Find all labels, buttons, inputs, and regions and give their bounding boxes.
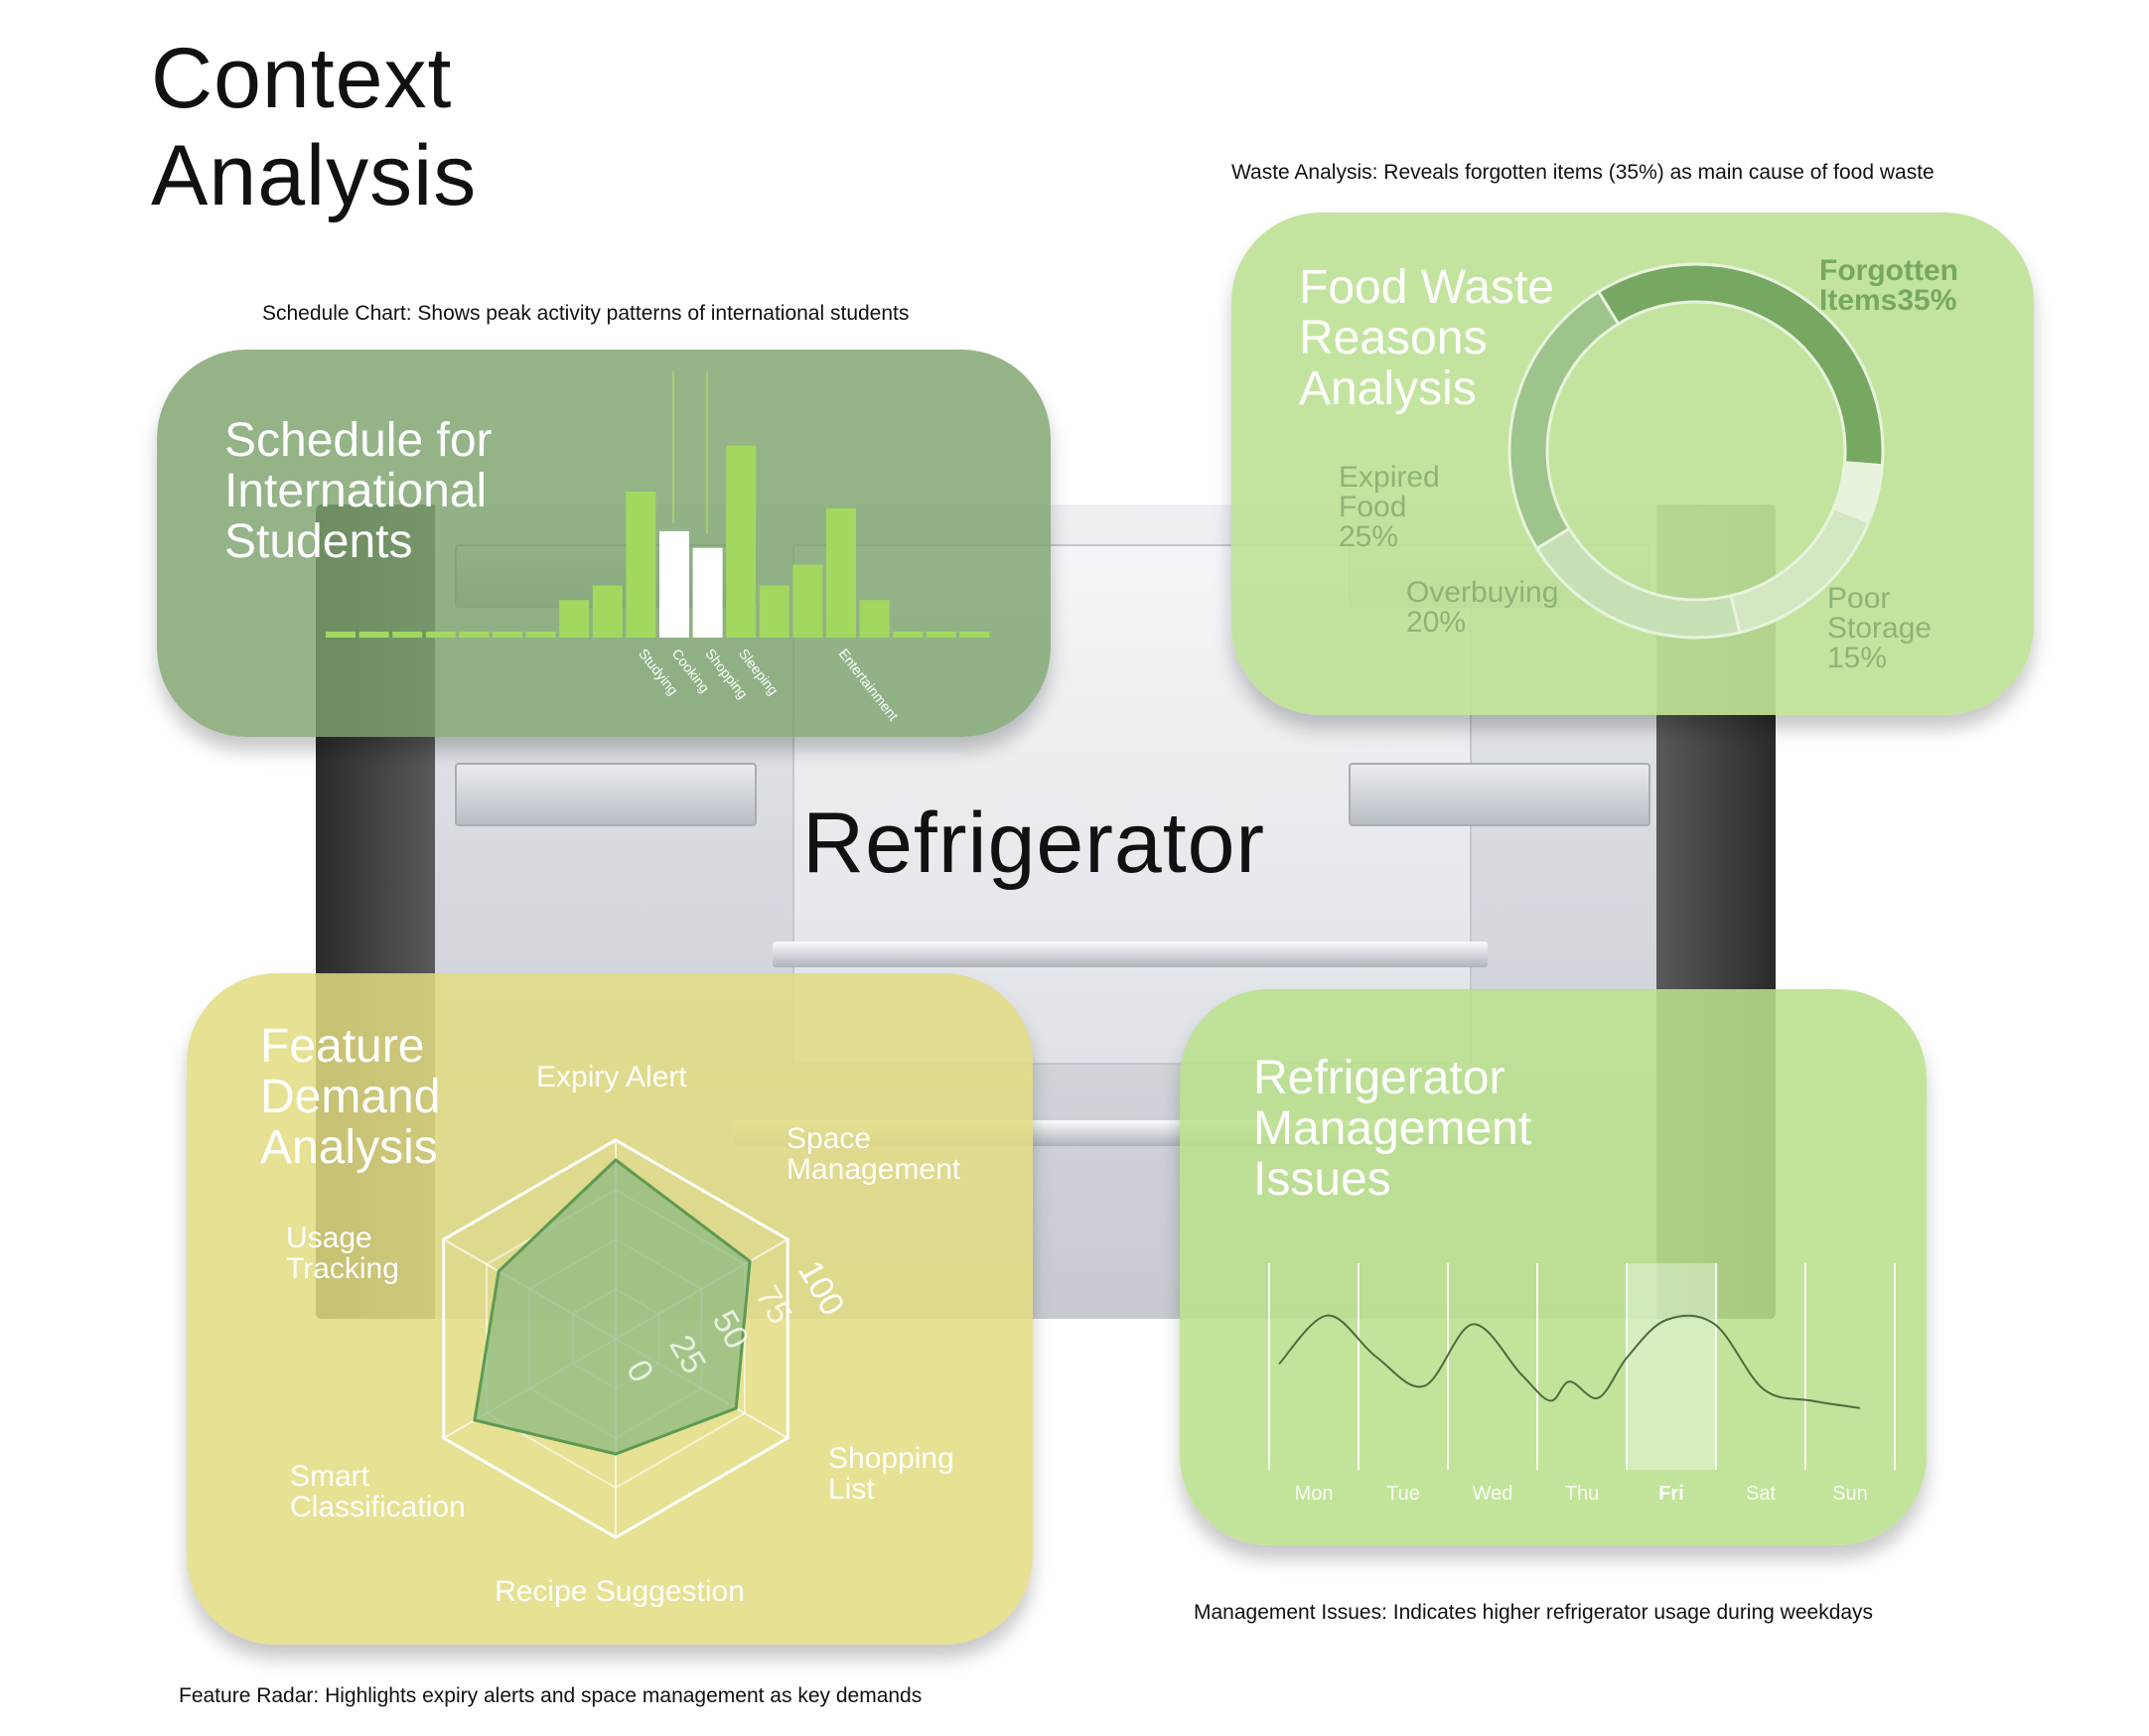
schedule-bar [493,632,522,638]
donut-slice [1534,526,1742,640]
schedule-bar [425,632,456,638]
schedule-bar [926,632,956,638]
schedule-caption: Schedule Chart: Shows peak activity patt… [262,302,910,325]
schedule-bar [525,632,556,638]
schedule-bar [592,585,623,638]
waste-caption: Waste Analysis: Reveals forgotten items … [1231,161,1934,184]
day-label: Thu [1565,1483,1599,1505]
mgmt-caption: Management Issues: Indicates higher refr… [1194,1601,1874,1624]
day-label: Sat [1746,1483,1776,1505]
management-line-chart: Mon Tue Wed Thu Fri Sat Sun [1268,1263,1896,1505]
schedule-bar [659,530,689,638]
schedule-title: Schedule for International Students [224,414,493,568]
day-label: Tue [1386,1483,1420,1505]
schedule-bar [759,585,789,638]
schedule-card: Schedule for International Students Stud… [157,350,1051,737]
radar-caption: Feature Radar: Highlights expiry alerts … [179,1684,923,1707]
schedule-bar [893,632,924,638]
fridge-door-bin [1349,763,1650,826]
highlight-column [1627,1263,1716,1470]
schedule-bar [826,507,856,638]
usage-line [1278,1314,1861,1409]
schedule-bar [692,547,723,638]
mgmt-title: Refrigerator Management Issues [1253,1052,1532,1206]
radar-title: Feature Demand Analysis [260,1020,441,1174]
mgmt-card: Refrigerator Management Issues Mon Tue Wed… [1180,989,1927,1545]
schedule-bar [326,632,356,638]
radar-tick-label: 100 [790,1254,851,1322]
schedule-bar-label: Entertainment [836,646,902,724]
schedule-bar [959,632,990,638]
schedule-bar [559,600,590,638]
schedule-bar [792,564,823,638]
day-label: Sun [1832,1483,1868,1505]
schedule-bar [459,632,490,638]
schedule-bar [726,445,757,638]
schedule-bar [392,632,423,638]
donut-slice [1507,289,1621,551]
refrigerator-label: Refrigerator [802,796,1266,891]
radar-tick-label: 75 [748,1279,799,1331]
waste-title: Food Waste Reasons Analysis [1299,261,1554,415]
page-title: Context Analysis [151,31,478,223]
schedule-bar [626,492,656,638]
radar-axis-label: Recipe Suggestion [495,1575,745,1608]
day-label: Fri [1658,1483,1684,1505]
radar-data-area [473,1158,752,1456]
radar-axis-label: Expiry Alert [536,1061,687,1093]
day-label: Wed [1473,1483,1513,1505]
fridge-shelf [773,941,1488,967]
schedule-bar [358,632,389,638]
fridge-door-bin [455,763,757,826]
day-label: Mon [1295,1483,1334,1505]
schedule-bar [859,600,890,638]
